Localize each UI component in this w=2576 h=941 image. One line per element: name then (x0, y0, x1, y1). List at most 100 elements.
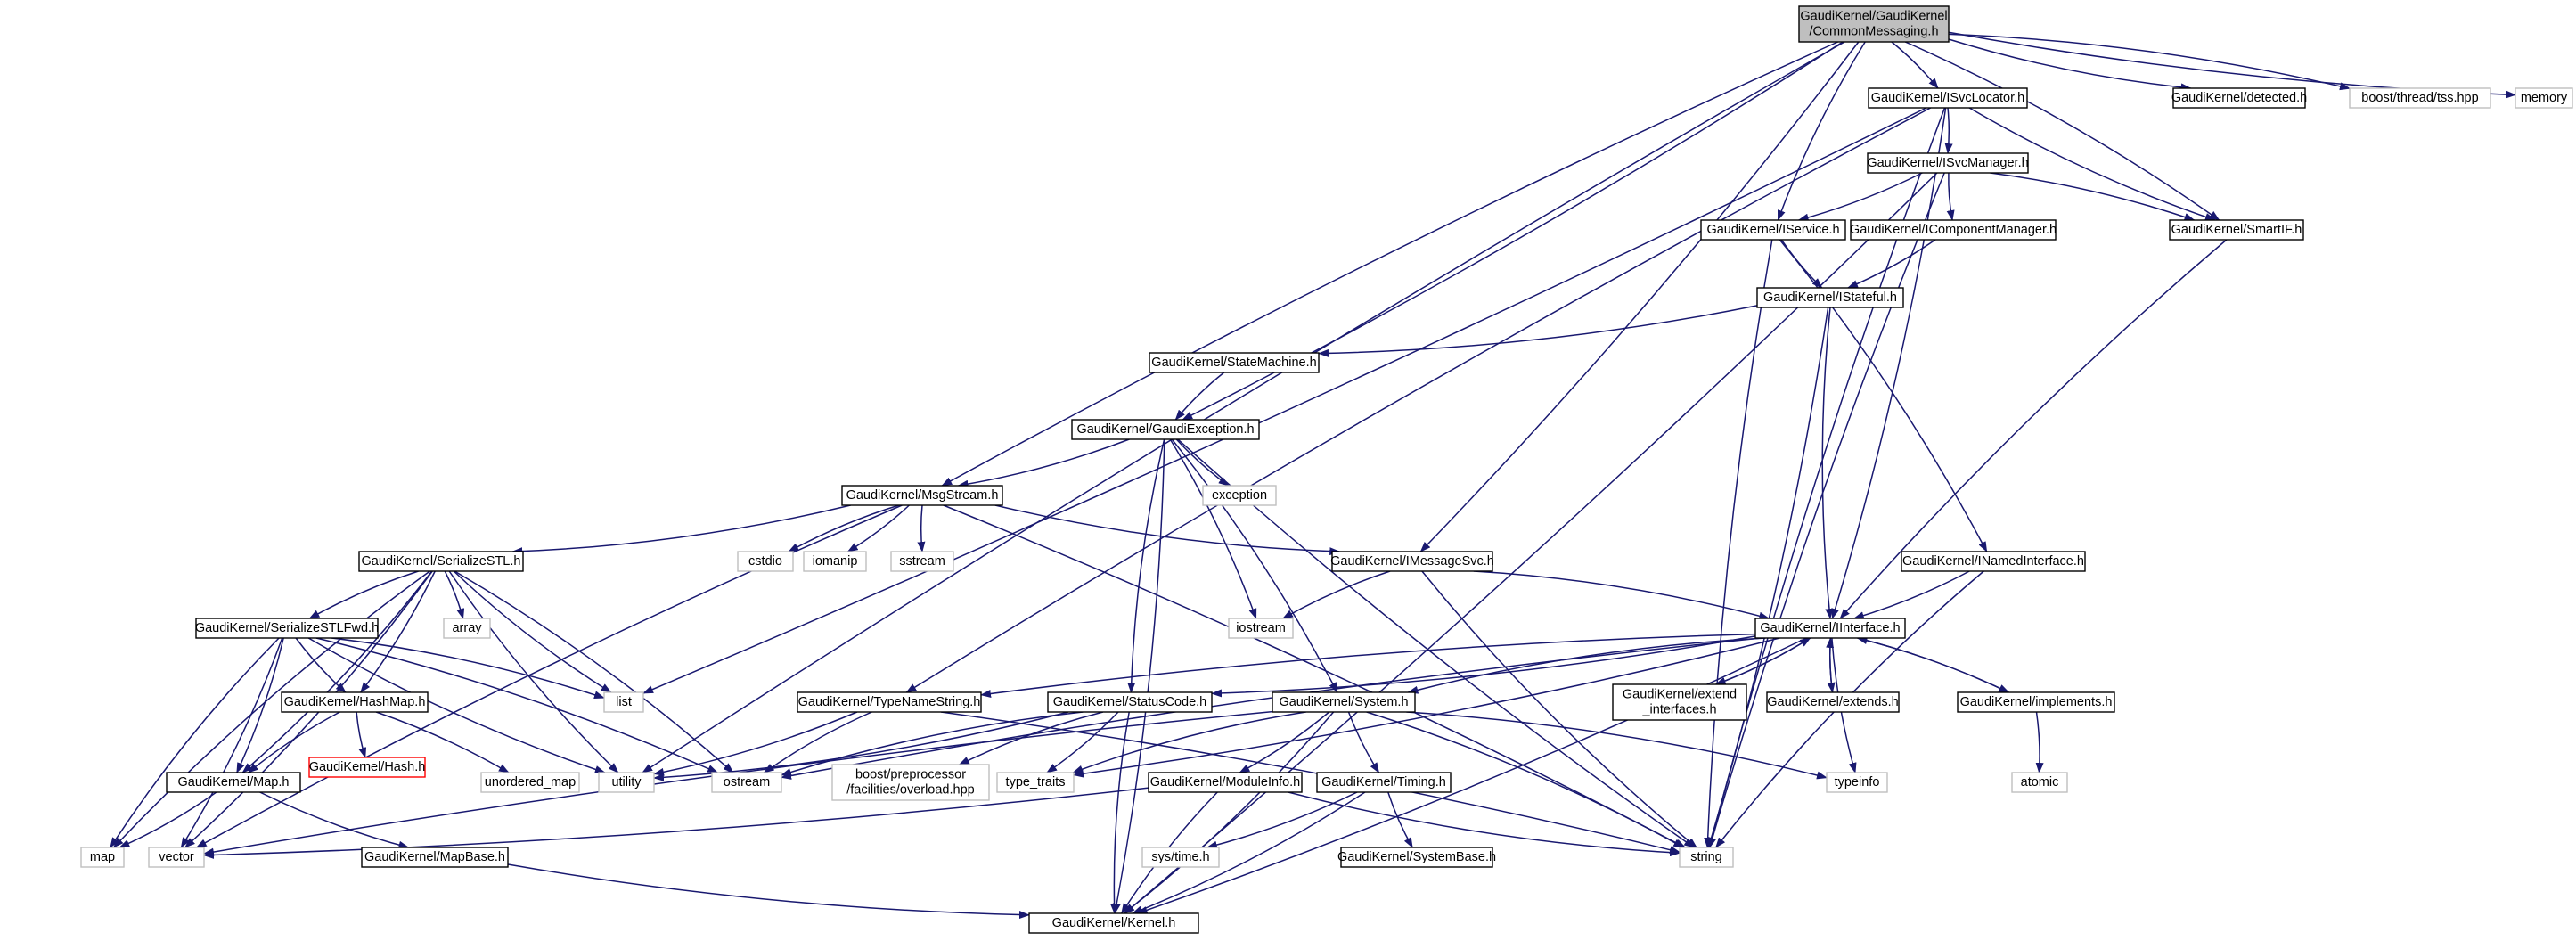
node-isvcmanager[interactable]: GaudiKernel/ISvcManager.h (1867, 152, 2029, 174)
node-label: GaudiKernel/extends.h (1767, 695, 1899, 709)
node-label: sstream (899, 554, 945, 569)
node-hash[interactable]: GaudiKernel/Hash.h (308, 757, 426, 778)
edge-serializestl-to-ostream (454, 570, 734, 773)
node-box (1700, 219, 1846, 241)
node-label: GaudiKernel/Kernel.h (1052, 916, 1176, 930)
edge-statuscode-to-ostream (781, 711, 1084, 776)
node-label: GaudiKernel/Hash.h (309, 760, 426, 774)
node-extend_interfaces[interactable]: GaudiKernel/extend_interfaces.h (1612, 683, 1747, 721)
node-box (1868, 87, 2028, 109)
node-box (1028, 912, 1199, 934)
edge-moduleinfo-to-string (1288, 791, 1681, 857)
node-kernel[interactable]: GaudiKernel/Kernel.h (1028, 912, 1199, 934)
node-box (1228, 618, 1294, 639)
edge-hashmap-to-unordered_map (375, 711, 510, 773)
node-label: GaudiKernel/SystemBase.h (1337, 850, 1496, 864)
node-label: GaudiKernel/IMessageSvc.h (1330, 554, 1494, 569)
edge-serializestl-to-mapheader (241, 570, 433, 773)
node-timing[interactable]: GaudiKernel/Timing.h (1316, 772, 1452, 793)
node-box (890, 551, 954, 572)
edge-smartif-to-iinterface (1839, 239, 2228, 619)
node-box (443, 618, 491, 639)
node-label: string (1690, 850, 1721, 864)
node-serializestlfwd[interactable]: GaudiKernel/SerializeSTLFwd.h (195, 618, 379, 639)
edge-statuscode-to-kernel (1110, 711, 1130, 914)
node-box (166, 772, 301, 793)
node-implements[interactable]: GaudiKernel/implements.h (1957, 691, 2115, 713)
node-box (2172, 87, 2306, 109)
node-moduleinfo[interactable]: GaudiKernel/ModuleInfo.h (1148, 772, 1303, 793)
node-gaudiexception[interactable]: GaudiKernel/GaudiException.h (1071, 419, 1260, 440)
node-box (831, 764, 990, 801)
node-label: GaudiKernel/INamedInterface.h (1902, 554, 2084, 569)
node-label: GaudiKernel/IService.h (1706, 223, 1839, 237)
node-statuscode[interactable]: GaudiKernel/StatusCode.h (1047, 691, 1213, 713)
node-inamedinterface[interactable]: GaudiKernel/INamedInterface.h (1901, 551, 2086, 572)
edge-implements-to-atomic (2035, 711, 2044, 773)
node-label: GaudiKernel/GaudiKernel (1800, 10, 1947, 24)
node-unordered_map: unordered_map (480, 772, 580, 793)
node-box (80, 847, 125, 868)
edge-iservice-to-istateful (1780, 239, 1823, 289)
node-label: vector (159, 850, 194, 864)
node-box (2515, 87, 2573, 109)
edge-root-to-imessagesvc (1419, 41, 1860, 552)
node-mapbase[interactable]: GaudiKernel/MapBase.h (361, 847, 509, 868)
edge-isvclocator-to-string (1707, 107, 1946, 848)
node-typenamestring[interactable]: GaudiKernel/TypeNameString.h (797, 691, 982, 713)
node-istateful[interactable]: GaudiKernel/IStateful.h (1756, 287, 1904, 308)
edge-system-to-type_traits (1072, 711, 1306, 773)
edge-imessagesvc-to-string (1421, 570, 1697, 848)
node-smartif[interactable]: GaudiKernel/SmartIF.h (2169, 219, 2304, 241)
node-extends[interactable]: GaudiKernel/extends.h (1766, 691, 1900, 713)
node-msgstream[interactable]: GaudiKernel/MsgStream.h (841, 485, 1003, 506)
edge-serializestl-to-array (444, 570, 465, 619)
node-isvclocator[interactable]: GaudiKernel/ISvcLocator.h (1868, 87, 2028, 109)
node-statemachine[interactable]: GaudiKernel/StateMachine.h (1149, 352, 1320, 373)
node-hashmap[interactable]: GaudiKernel/HashMap.h (281, 691, 429, 713)
edge-iservice-to-inamedinterface (1779, 239, 1988, 552)
edge-root-to-smartif (1904, 41, 2220, 221)
node-box (711, 772, 782, 793)
node-root[interactable]: GaudiKernel/GaudiKernel/CommonMessaging.… (1798, 5, 1950, 43)
node-label: atomic (2021, 775, 2059, 790)
node-box (1901, 551, 2086, 572)
node-imessagesvc[interactable]: GaudiKernel/IMessageSvc.h (1330, 551, 1494, 572)
node-overload: boost/preprocessor/facilities/overload.h… (831, 764, 990, 801)
edge-moduleinfo-to-vector (203, 787, 1149, 859)
node-box (195, 618, 379, 639)
node-iinterface[interactable]: GaudiKernel/IInterface.h (1754, 618, 1906, 639)
node-box (308, 757, 426, 778)
node-detected[interactable]: GaudiKernel/detected.h (2171, 87, 2307, 109)
edge-icomponentmanager-to-istateful (1847, 239, 1936, 289)
edge-msgstream-to-vector (195, 504, 903, 848)
node-box (598, 772, 655, 793)
edge-istateful-to-iinterface (1821, 307, 1834, 619)
node-label: map (90, 850, 115, 864)
node-systembase[interactable]: GaudiKernel/SystemBase.h (1337, 847, 1496, 868)
node-label: typeinfo (1835, 775, 1880, 790)
node-label: GaudiKernel/extend (1623, 688, 1737, 702)
node-threadtss: boost/thread/tss.hpp (2349, 87, 2491, 109)
node-serializestl[interactable]: GaudiKernel/SerializeSTL.h (358, 551, 524, 572)
node-box (1766, 691, 1900, 713)
node-label: GaudiKernel/StateMachine.h (1151, 356, 1316, 370)
node-icomponentmanager[interactable]: GaudiKernel/IComponentManager.h (1850, 219, 2057, 241)
node-box (737, 551, 794, 572)
node-mapheader[interactable]: GaudiKernel/Map.h (166, 772, 301, 793)
node-system[interactable]: GaudiKernel/System.h (1272, 691, 1416, 713)
node-label: GaudiKernel/SmartIF.h (2171, 223, 2302, 237)
edge-isvcmanager-to-string (1708, 172, 1945, 848)
node-box (1141, 847, 1220, 868)
edge-system-to-timing (1347, 711, 1380, 773)
node-label: GaudiKernel/IStateful.h (1763, 290, 1897, 305)
node-label: _interfaces.h (1641, 703, 1716, 717)
node-iservice[interactable]: GaudiKernel/IService.h (1700, 219, 1846, 241)
node-box (361, 847, 509, 868)
edge-mapbase-to-kernel (507, 863, 1030, 920)
edge-hashmap-to-mapheader (247, 711, 340, 773)
node-label: list (616, 695, 632, 709)
node-label: GaudiKernel/SerializeSTL.h (362, 554, 521, 569)
edge-serializestlfwd-to-list (331, 637, 605, 700)
edge-mapheader-to-mapbase (259, 791, 410, 849)
